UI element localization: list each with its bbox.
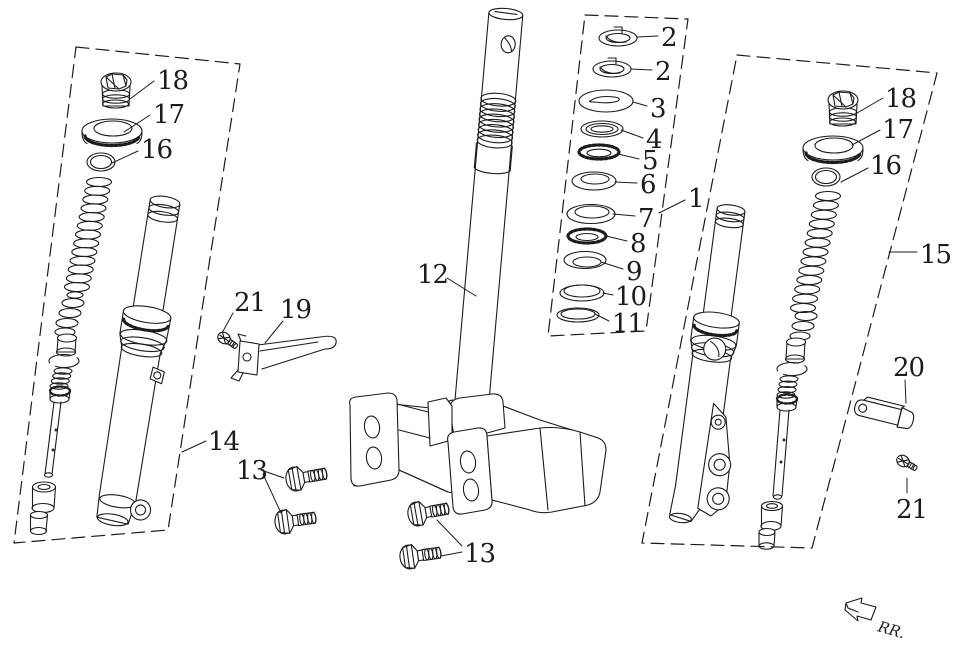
label-17-left: 17: [153, 100, 184, 130]
part-20-clamp: [853, 396, 915, 430]
label-9: 9: [626, 257, 642, 287]
label-3: 3: [650, 94, 666, 124]
part-21-screw-right: [894, 452, 920, 475]
label-21-right: 21: [896, 495, 927, 525]
part-4-washer: [580, 120, 624, 138]
part-16-oring-left: [86, 152, 116, 172]
part-16-oring-right: [811, 167, 841, 187]
part-7-washer: [566, 203, 616, 225]
part-9-washer: [563, 250, 607, 270]
label-19: 19: [280, 295, 311, 325]
label-16-left: 16: [141, 135, 172, 165]
label-2b: 2: [655, 57, 671, 87]
part-3-washer: [578, 89, 634, 113]
part-18-fork-cap-left: [100, 72, 132, 109]
part-12-steering-stem: [453, 7, 524, 411]
part-11-washer: [556, 307, 600, 323]
label-16-right: 16: [870, 151, 901, 181]
label-20: 20: [893, 353, 924, 383]
rr-direction-arrow: RR.: [844, 597, 907, 642]
label-17-right: 17: [882, 115, 913, 145]
stem-threads: [476, 92, 517, 149]
part-10-washer: [559, 284, 605, 302]
label-8: 8: [630, 229, 646, 259]
part-17-seal-right: [801, 134, 865, 165]
lower-triple-clamp: [349, 392, 607, 515]
left-fork-leg: [96, 195, 181, 527]
label-12: 12: [417, 260, 448, 290]
part-2-dust-cap-b: [592, 57, 632, 78]
right-main-spring: [789, 190, 842, 314]
label-13-left: 13: [236, 456, 267, 486]
part-2-dust-cap-a: [598, 26, 638, 47]
rr-direction-text: RR.: [875, 617, 907, 642]
label-1: 1: [688, 184, 704, 214]
part-21-screw-left: [214, 329, 241, 353]
left-damper-parts: [29, 291, 85, 536]
left-main-spring: [63, 176, 113, 293]
label-2a: 2: [661, 23, 677, 53]
label-18-right: 18: [885, 84, 916, 114]
right-damper-parts: [758, 310, 818, 550]
bearing-stack-dashed-box: [547, 14, 689, 337]
label-4: 4: [646, 125, 662, 155]
part-5-bearing: [577, 143, 621, 161]
label-11: 11: [612, 309, 643, 339]
label-10: 10: [615, 282, 646, 312]
part-17-seal-left: [80, 117, 144, 148]
leader-lines: [111, 35, 918, 557]
left-assembly-dashed-box: [13, 46, 241, 544]
label-21-left: 21: [234, 288, 265, 318]
part-19-brace: [230, 333, 337, 382]
label-7: 7: [638, 204, 654, 234]
label-14: 14: [208, 427, 240, 457]
label-6: 6: [640, 170, 656, 200]
label-5: 5: [642, 146, 658, 176]
right-assembly-dashed-box: [641, 54, 938, 549]
part-6-washer: [571, 171, 617, 191]
right-fork-leg: [668, 204, 746, 524]
label-13-center: 13: [464, 539, 495, 569]
part-8-bearing: [566, 227, 608, 245]
label-15: 15: [920, 240, 951, 270]
label-18-left: 18: [157, 66, 188, 96]
part-18-fork-cap-right: [827, 90, 859, 127]
callout-labels: 18 17 16 14 21 19 13 12 13 1 2 2 3 4 5 6…: [141, 23, 952, 569]
